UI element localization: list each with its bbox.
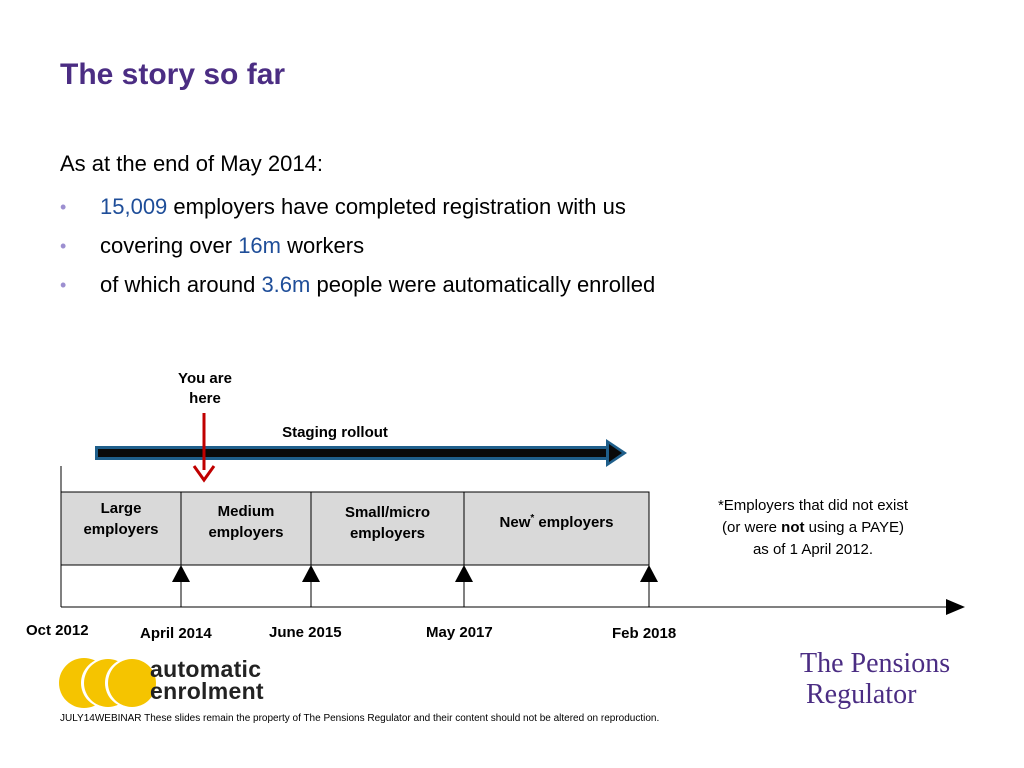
pensions-regulator-logo: The Pensions Regulator [800,648,951,710]
intro-text: As at the end of May 2014: [60,151,323,176]
you-are-here-arrow [192,413,216,483]
you-are-here-label: You are here [178,370,232,407]
date-oct-2012: Oct 2012 [26,622,89,639]
employers-footnote: *Employers that did not exist (or were n… [717,497,909,558]
enrolled-count: 3.6m [261,272,311,297]
staging-rollout-arrow [95,439,627,467]
date-june-2015: June 2015 [269,624,342,641]
bullet-marker: • [60,275,67,295]
date-feb-2018: Feb 2018 [612,625,677,642]
employers-count: 15,009 [100,194,168,219]
bullet-prefix: covering over [100,233,239,258]
date-april-2014: April 2014 [140,625,212,642]
time-axis-arrow [61,599,965,615]
bullet-marker: • [60,236,67,256]
footer-disclaimer: JULY14WEBINAR These slides remain the pr… [60,713,660,724]
workers-count: 16m [238,233,281,258]
staging-rollout-label: Staging rollout [282,424,388,441]
bullet-prefix: of which around [100,272,262,297]
bullet-text: workers [280,233,365,258]
phase-segments [60,491,650,607]
slide-title: The story so far [60,58,286,91]
bullet-text: employers have completed registration wi… [167,194,626,219]
date-may-2017: May 2017 [426,624,493,641]
automatic-enrolment-logo [59,658,156,708]
bullet-marker: • [60,197,67,217]
bullet-text: people were automatically enrolled [310,272,656,297]
milestone-markers [172,565,658,582]
segment-new-employers: New* employers [499,513,614,531]
automatic-enrolment-wordmark: automatic enrolment [150,656,264,704]
